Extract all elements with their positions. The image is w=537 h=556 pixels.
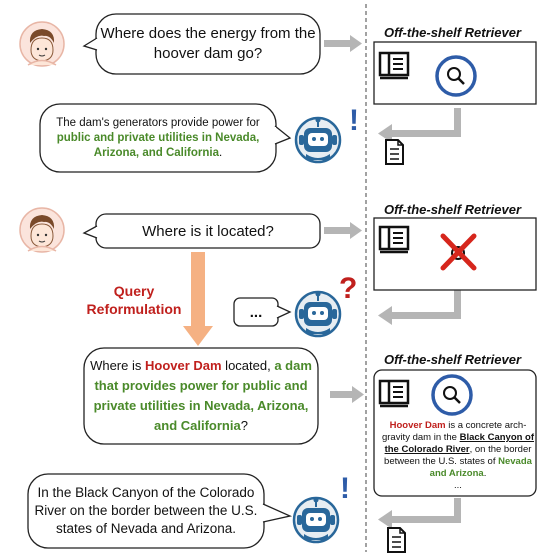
doc-text: , on the border between the U.S. states …: [384, 444, 532, 467]
question-mark: ?: [339, 272, 357, 305]
arrow-icon: [324, 222, 362, 239]
doc-text: .: [483, 468, 487, 479]
retriever-title: Off-the-shelf Retriever: [384, 202, 522, 217]
search-icon: [435, 55, 477, 97]
answer-1-text: The dam's generators provide power for: [56, 116, 260, 129]
arrow-icon: [330, 386, 364, 403]
user-avatar-icon: [19, 21, 65, 67]
question-3-entity: Hoover Dam: [144, 358, 222, 373]
reformulation-arrow-icon: [183, 252, 213, 346]
robot-icon: [292, 496, 340, 544]
robot-icon: [294, 116, 342, 164]
answer-bubble-2-shape: [27, 473, 293, 549]
robot-icon: [294, 290, 342, 338]
answer-1: The dam's generators provide power for p…: [42, 106, 274, 170]
answer-2: In the Black Canyon of the Colorado Rive…: [34, 485, 258, 536]
book-icon: [378, 379, 410, 408]
arrow-icon: [378, 290, 461, 325]
book-icon: [378, 225, 410, 254]
question-3-end: ?: [240, 418, 248, 433]
retriever-title: Off-the-shelf Retriever: [384, 25, 522, 40]
question-1: Where does the energy from the hoover da…: [100, 25, 316, 62]
document-icon: [385, 139, 404, 165]
answer-bubble-1-shape: [39, 103, 292, 173]
retrieved-document: Hoover Dam is a concrete arch-gravity da…: [380, 420, 536, 492]
arrow-icon: [378, 108, 461, 143]
arrow-icon: [378, 498, 461, 529]
document-icon: [387, 527, 406, 553]
question-3-description: a dam that provides power for public and…: [93, 358, 312, 433]
question-3-reformulated: Where is Hoover Dam located, a dam that …: [86, 350, 316, 442]
doc-entity: Hoover Dam: [389, 420, 446, 431]
doc-ellipsis: ...: [454, 480, 462, 491]
question-3-text: Where is: [90, 358, 145, 373]
question-bubble-3-shape: [83, 347, 319, 445]
exclamation-mark: !: [340, 472, 350, 505]
answer-1-highlight: public and private utilities in Nevada, …: [56, 131, 260, 159]
search-icon: [431, 374, 473, 416]
answer-1-end: .: [219, 146, 223, 159]
ellipsis-answer: ...: [249, 303, 263, 321]
retriever-box-3: [373, 369, 537, 497]
doc-states: Nevada and Arizona: [429, 456, 532, 479]
question-2: Where is it located?: [142, 222, 274, 240]
retriever-title: Off-the-shelf Retriever: [384, 352, 522, 367]
question-bubble-2-shape: [82, 213, 321, 249]
arrow-icon: [324, 35, 362, 52]
book-icon: [378, 51, 410, 80]
doc-location: Black Canyon of the Colorado River: [384, 432, 535, 455]
cross-icon: [440, 233, 477, 271]
ellipsis-bubble-shape: [233, 297, 292, 327]
doc-text: is a concrete arch-gravity dam in the: [381, 420, 527, 443]
question-3-text: located,: [221, 358, 275, 373]
question-bubble-1-shape: [82, 13, 321, 75]
user-avatar-icon: [19, 207, 65, 253]
exclamation-mark: !: [349, 104, 359, 137]
query-reformulation-label: Query Reformulation: [86, 283, 182, 317]
